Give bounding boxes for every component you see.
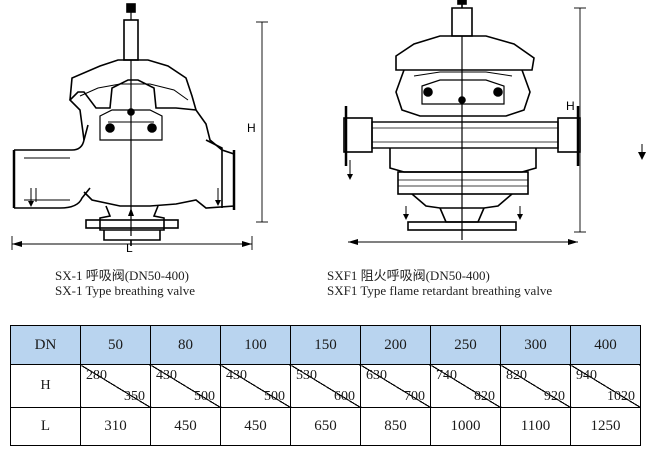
- h-value-a: 280: [86, 368, 107, 383]
- header-cell: 300: [500, 325, 571, 365]
- row-label-h: H: [10, 364, 81, 408]
- sxf1-flame-retardant-valve-drawing: [343, 0, 646, 245]
- h-value-b: 1020: [607, 389, 635, 404]
- sxf1-caption-cn: SXF1 阻火呼吸阀(DN50-400): [327, 268, 490, 283]
- table-header-row: DN 50 80 100 150 200 250 300 400: [10, 325, 641, 365]
- dimension-table: DN 50 80 100 150 200 250 300 400 H 280 35…: [10, 325, 641, 446]
- l-cell: 650: [290, 407, 361, 446]
- h-value-a: 430: [226, 368, 247, 383]
- h-value-b: 920: [544, 389, 565, 404]
- header-cell: 200: [360, 325, 431, 365]
- h-value-b: 600: [334, 389, 355, 404]
- row-label-l: L: [10, 407, 81, 446]
- h-value-b: 700: [404, 389, 425, 404]
- header-cell: 250: [430, 325, 501, 365]
- valve-drawings: H L: [11, 0, 646, 255]
- h-value-b: 820: [474, 389, 495, 404]
- table-row-h: H 280 350 430 500 430 500 530 600 630 700 740…: [10, 364, 641, 408]
- sx1-caption-en: SX-1 Type breathing valve: [55, 283, 196, 298]
- h-cell: 820 920: [500, 364, 571, 408]
- header-cell: 400: [570, 325, 641, 365]
- h-cell: 280 350: [80, 364, 151, 408]
- table-row-l: L 310 450 450 650 850 1000 1100 1250: [10, 407, 641, 446]
- header-cell: 100: [220, 325, 291, 365]
- header-cell: 50: [80, 325, 151, 365]
- h-value-a: 820: [506, 368, 527, 383]
- h-value-a: 740: [436, 368, 457, 383]
- header-cell: 80: [150, 325, 221, 365]
- l-cell: 450: [220, 407, 291, 446]
- h-cell: 740 820: [430, 364, 501, 408]
- l-cell: 850: [360, 407, 431, 446]
- header-dn: DN: [10, 325, 81, 365]
- l-cell: 310: [80, 407, 151, 446]
- l-cell: 1100: [500, 407, 571, 446]
- left-h-label: H: [247, 121, 256, 135]
- l-cell: 1250: [570, 407, 641, 446]
- sx1-caption: SX-1 呼吸阀(DN50-400) SX-1 Type breathing v…: [55, 268, 195, 298]
- h-value-a: 940: [576, 368, 597, 383]
- header-cell: 150: [290, 325, 361, 365]
- left-l-label: L: [126, 241, 133, 255]
- h-value-a: 630: [366, 368, 387, 383]
- h-value-b: 350: [124, 389, 145, 404]
- h-value-a: 430: [156, 368, 177, 383]
- h-cell: 940 1020: [570, 364, 641, 408]
- h-cell: 430 500: [150, 364, 221, 408]
- right-h-label: H: [566, 99, 575, 113]
- h-cell: 630 700: [360, 364, 431, 408]
- h-value-a: 530: [296, 368, 317, 383]
- h-cell: 530 600: [290, 364, 361, 408]
- sx1-caption-cn: SX-1 呼吸阀(DN50-400): [55, 268, 189, 283]
- h-cell: 430 500: [220, 364, 291, 408]
- l-cell: 1000: [430, 407, 501, 446]
- l-cell: 450: [150, 407, 221, 446]
- sxf1-caption-en: SXF1 Type flame retardant breathing valv…: [327, 283, 553, 298]
- sxf1-caption: SXF1 阻火呼吸阀(DN50-400) SXF1 Type flame ret…: [327, 268, 552, 298]
- h-value-b: 500: [264, 389, 285, 404]
- h-value-b: 500: [194, 389, 215, 404]
- sx1-breathing-valve-drawing: [11, 3, 268, 250]
